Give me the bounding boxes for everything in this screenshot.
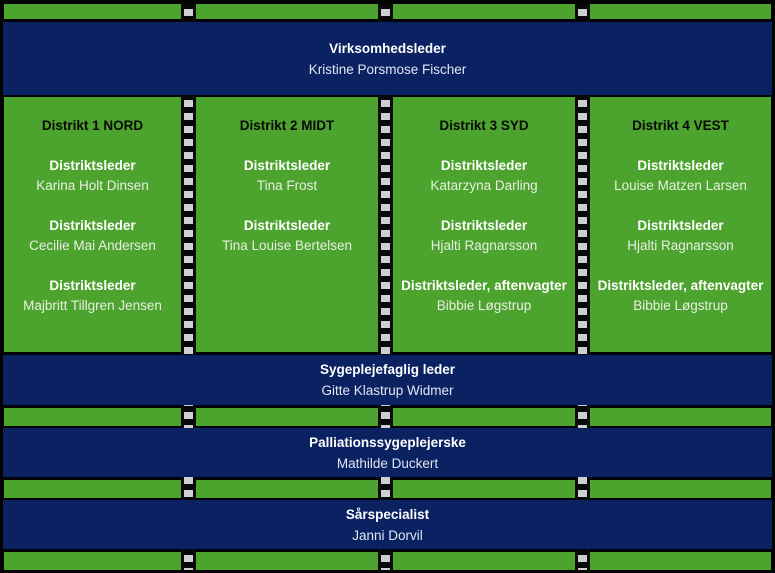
role-name: Majbritt Tillgren Jensen: [23, 298, 162, 313]
strip-segment: [393, 408, 575, 426]
strip-segment: [196, 4, 378, 19]
role-label: Distriktsleder: [49, 278, 136, 293]
role-label: Distriktsleder: [440, 158, 528, 173]
palliationssygeplejerske-bar: Palliationssygeplejerske Mathilde Ducker…: [3, 428, 772, 477]
bar-title: Palliationssygeplejerske: [309, 434, 466, 450]
role-name: Tina Louise Bertelsen: [221, 238, 353, 253]
strip-segment: [196, 408, 378, 426]
strip-segment: [590, 4, 771, 19]
role-name: Hjalti Ragnarsson: [430, 238, 538, 253]
district-4-vest-box: Distrikt 4 VEST Distriktsleder Louise Ma…: [590, 97, 771, 352]
strip-segment: [4, 4, 181, 19]
saarspecialist-bar: Sårspecialist Janni Dorvil: [3, 500, 772, 549]
role-label: Distriktsleder: [637, 158, 724, 173]
strip-segment: [196, 480, 378, 498]
role-name: Cecilie Mai Andersen: [29, 238, 156, 253]
bar-title: Sårspecialist: [345, 506, 430, 522]
role-name: Tina Frost: [256, 178, 318, 193]
district-1-nord-box: Distrikt 1 NORD Distriktsleder Karina Ho…: [4, 97, 181, 352]
bar-title: Sygeplejefaglig leder: [319, 362, 456, 377]
role-label: Distriktsleder, aftenvagter: [597, 278, 764, 293]
strip-segment: [393, 480, 575, 498]
strip-segment: [4, 480, 181, 498]
role-name: Bibbie Løgstrup: [633, 298, 728, 313]
role-name: Katarzyna Darling: [430, 178, 538, 193]
district-row: Distrikt 1 NORD Distriktsleder Karina Ho…: [0, 97, 775, 352]
strip-row: [0, 408, 775, 426]
strip-segment: [4, 408, 181, 426]
district-title: Distrikt 1 NORD: [41, 118, 144, 133]
virksomhedsleder-bar: Virksomhedsleder Kristine Porsmose Fisch…: [3, 22, 772, 95]
virksomhedsleder-title: Virksomhedsleder: [329, 40, 446, 56]
strip-segment: [196, 552, 378, 570]
role-label: Distriktsleder: [243, 218, 331, 233]
role-name: Karina Holt Dinsen: [36, 178, 149, 193]
role-label: Distriktsleder: [637, 218, 724, 233]
role-label: Distriktsleder: [49, 158, 136, 173]
strip-segment: [393, 552, 575, 570]
district-3-syd-box: Distrikt 3 SYD Distriktsleder Katarzyna …: [393, 97, 575, 352]
virksomhedsleder-name: Kristine Porsmose Fischer: [308, 61, 467, 77]
top-strip-row: [0, 4, 775, 19]
sygeplejefaglig-leder-bar: Sygeplejefaglig leder Gitte Klastrup Wid…: [3, 355, 772, 405]
role-label: Distriktsleder: [243, 158, 331, 173]
role-label: Distriktsleder: [440, 218, 528, 233]
strip-segment: [4, 552, 181, 570]
role-name: Bibbie Løgstrup: [436, 298, 532, 313]
strip-segment: [393, 4, 575, 19]
district-2-midt-box: Distrikt 2 MIDT Distriktsleder Tina Fros…: [196, 97, 378, 352]
strip-segment: [590, 480, 771, 498]
bar-name: Janni Dorvil: [352, 527, 423, 543]
district-title: Distrikt 4 VEST: [632, 118, 729, 133]
role-name: Hjalti Ragnarsson: [627, 238, 734, 253]
role-label: Distriktsleder: [49, 218, 136, 233]
bottom-strip-row: [0, 552, 775, 570]
district-title: Distrikt 2 MIDT: [239, 118, 335, 133]
role-name: Louise Matzen Larsen: [614, 178, 747, 193]
strip-segment: [590, 552, 771, 570]
strip-segment: [590, 408, 771, 426]
strip-row: [0, 480, 775, 498]
role-label: Distriktsleder, aftenvagter: [401, 278, 567, 293]
district-title: Distrikt 3 SYD: [439, 118, 529, 133]
bar-name: Mathilde Duckert: [336, 455, 439, 471]
bar-name: Gitte Klastrup Widmer: [321, 383, 454, 398]
